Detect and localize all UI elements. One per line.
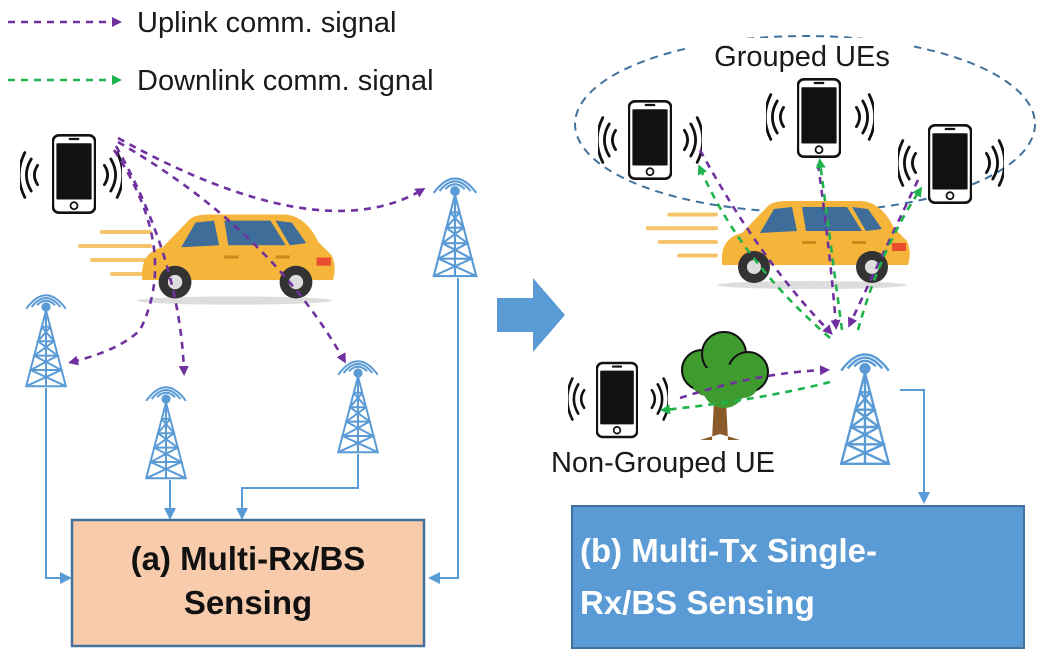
base-station-icon [145, 386, 187, 480]
grouped-ues-label: Grouped UEs [714, 41, 890, 73]
box-b-background [571, 505, 1025, 649]
legend-uplink: Uplink comm. signal [8, 7, 396, 39]
box-b: (b) Multi-Tx Single- Rx/BS Sensing [571, 505, 1025, 649]
grouped-ues-ellipse [574, 35, 1036, 213]
feed-line-b [900, 389, 930, 504]
downlink-signals-b [660, 158, 923, 415]
base-station-icon [839, 353, 891, 466]
box-a-title-line1: (a) Multi-Rx/BS [131, 540, 366, 577]
box-a-background [70, 518, 426, 648]
smartphone-icon [898, 123, 1004, 205]
smartphone-icon [568, 361, 668, 439]
uplink-signals-b [679, 149, 920, 400]
box-a-title-line2: Sensing [184, 584, 312, 621]
panel-a: (a) Multi-Rx/BS Sensing [20, 133, 478, 648]
base-station-icon [337, 360, 379, 454]
speed-lines-icon [645, 212, 718, 258]
non-grouped-ue-label: Non-Grouped UE [551, 447, 775, 479]
box-b-title-line1: (b) Multi-Tx Single- [580, 532, 877, 569]
uplink-legend-label: Uplink comm. signal [137, 7, 396, 39]
smartphone-icon [20, 133, 122, 215]
smartphone-icon [766, 77, 874, 159]
base-station-icon [25, 294, 67, 388]
legend-downlink: Downlink comm. signal [8, 65, 434, 97]
grouped-label-bg [690, 38, 914, 74]
speed-lines-icon [78, 230, 152, 276]
feed-lines-a [45, 278, 459, 584]
legend: Uplink comm. signal Downlink comm. signa… [8, 7, 434, 97]
car-icon [717, 201, 910, 289]
right-arrow-icon [497, 278, 565, 352]
tree-icon [681, 331, 769, 440]
uplink-signals-a [68, 136, 426, 376]
smartphone-icon [598, 99, 702, 181]
panel-b: Grouped UEs [551, 35, 1036, 649]
box-b-title-line2: Rx/BS Sensing [580, 584, 815, 621]
downlink-legend-label: Downlink comm. signal [137, 65, 434, 97]
box-a: (a) Multi-Rx/BS Sensing [70, 518, 426, 648]
base-station-icon [432, 177, 478, 278]
